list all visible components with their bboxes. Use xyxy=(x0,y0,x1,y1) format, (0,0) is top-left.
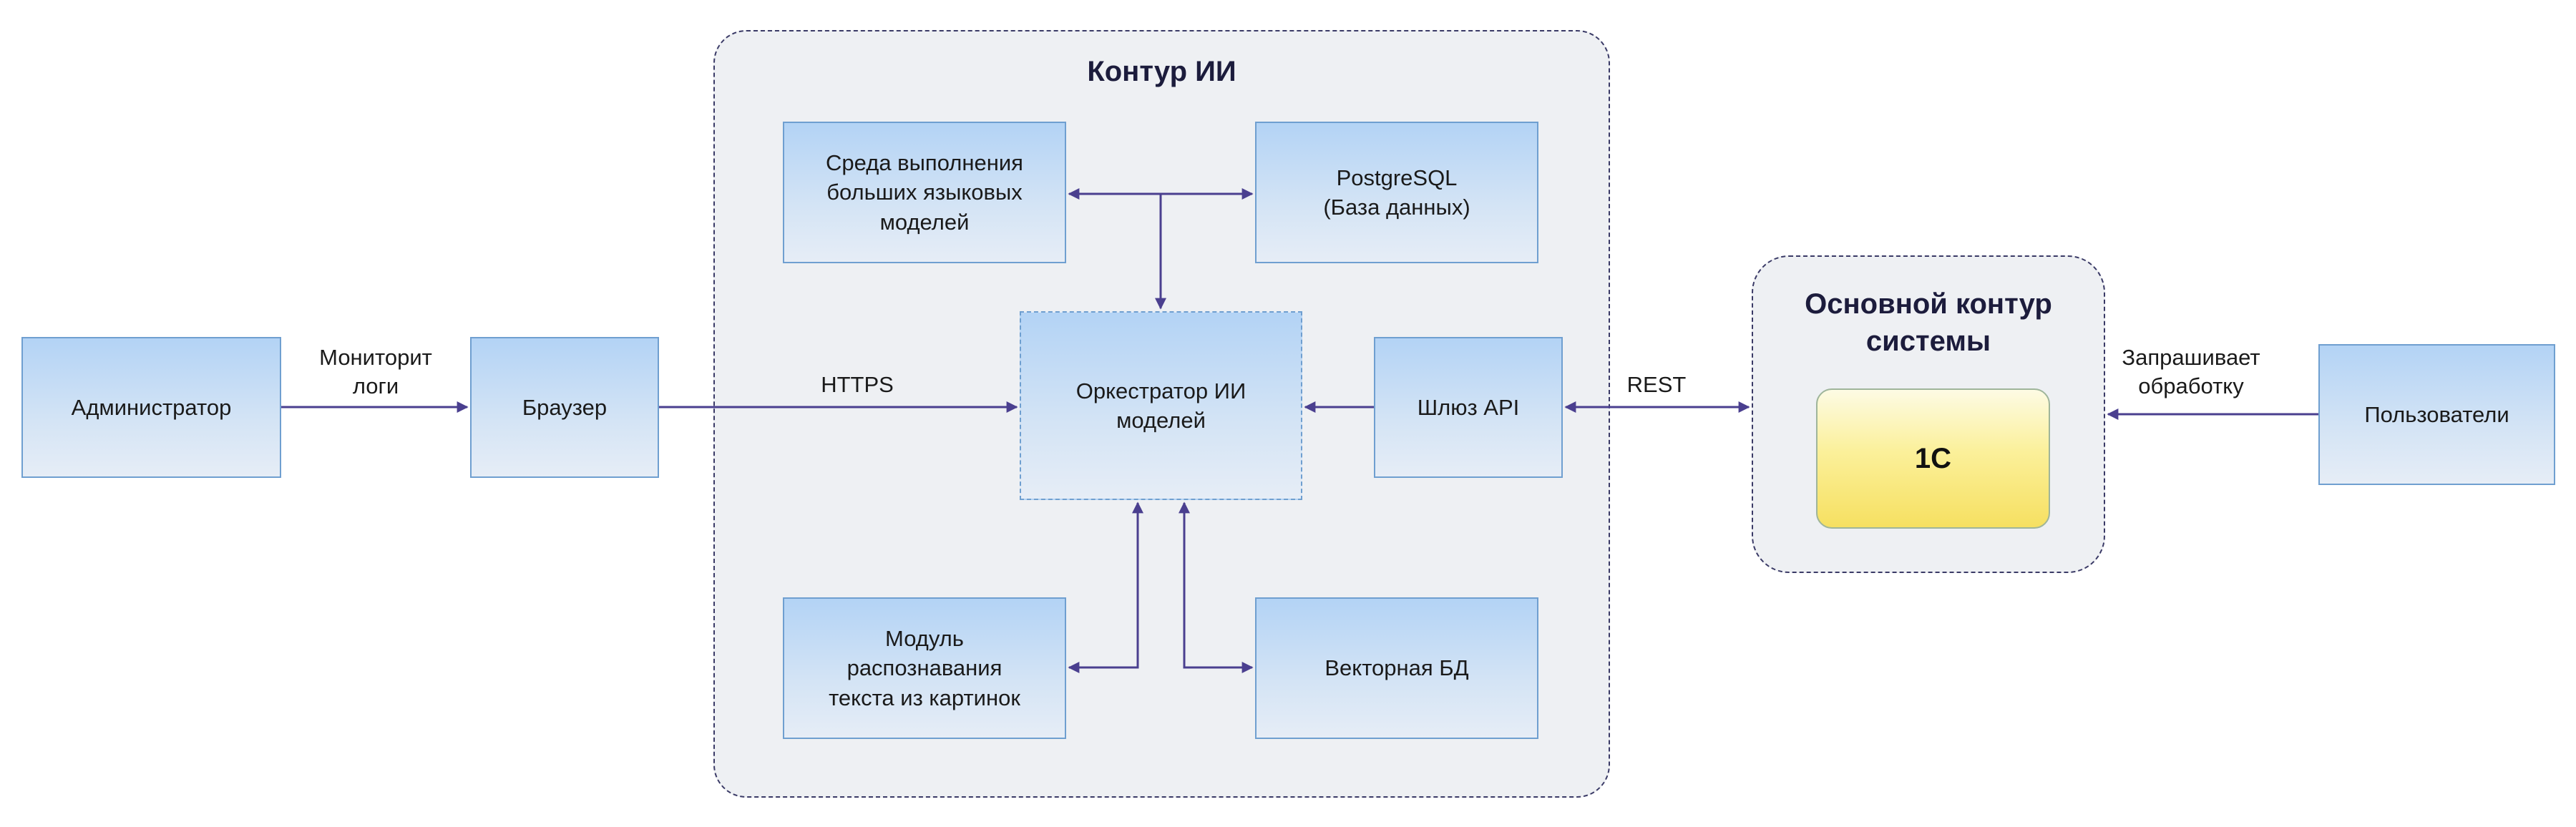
edge-label-monitor: Мониторит логи xyxy=(319,345,432,399)
edge-label-request: Запрашивает обработку xyxy=(2122,345,2260,399)
node-browser[interactable]: Браузер xyxy=(470,337,659,478)
node-admin[interactable]: Администратор xyxy=(21,337,281,478)
node-postgres[interactable]: PostgreSQL (База данных) xyxy=(1255,122,1538,263)
edge-label-rest: REST xyxy=(1626,372,1687,397)
main-contour-title: Основной контур системы xyxy=(1805,288,2052,357)
edge-orchestrator-ocr xyxy=(1068,501,1143,673)
node-users[interactable]: Пользователи xyxy=(2318,344,2555,485)
edge-orchestrator-vector xyxy=(1179,501,1254,673)
node-gateway[interactable]: Шлюз API xyxy=(1374,337,1563,478)
ai-contour-title: Контур ИИ xyxy=(1087,56,1236,87)
edge-label-https: HTTPS xyxy=(821,372,894,397)
node-llm-runtime[interactable]: Среда выполнения больших языковых моделе… xyxy=(783,122,1066,263)
node-orchestrator[interactable]: Оркестратор ИИ моделей xyxy=(1020,311,1302,500)
node-vector-db[interactable]: Векторная БД xyxy=(1255,597,1538,739)
node-ocr[interactable]: Модуль распознавания текста из картинок xyxy=(783,597,1066,739)
node-1c[interactable]: 1С xyxy=(1816,388,2050,529)
